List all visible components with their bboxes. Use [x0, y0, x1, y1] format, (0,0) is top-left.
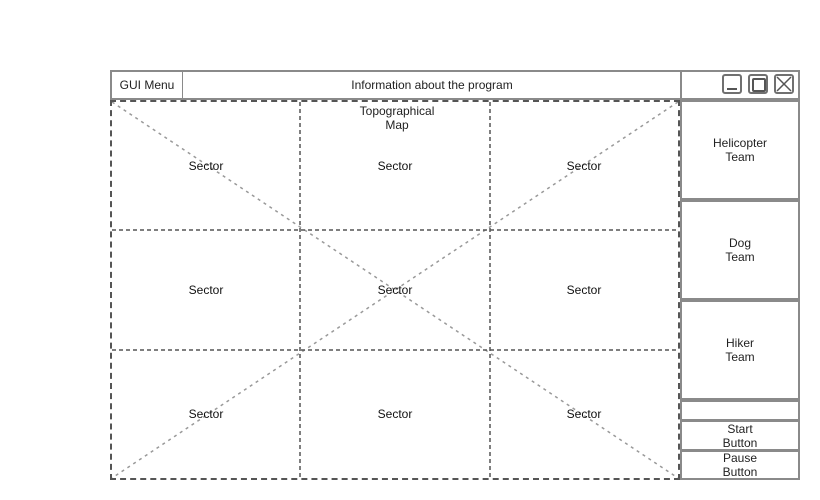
sector-5[interactable]: Sector [377, 283, 413, 297]
pause-button-label: Pause Button [722, 451, 758, 479]
map-grid [112, 102, 678, 478]
sector-9[interactable]: Sector [566, 407, 602, 421]
hiker-team-button[interactable]: Hiker Team [680, 300, 800, 400]
map-diagonal-line [112, 102, 678, 478]
hiker-team-label: Hiker Team [725, 336, 755, 364]
topographical-map[interactable]: Topographical Map Sector Sector Sector S… [110, 100, 680, 480]
close-icon[interactable] [774, 74, 794, 94]
minimize-icon[interactable] [722, 74, 742, 94]
map-diagonal-line [112, 102, 678, 478]
helicopter-team-button[interactable]: Helicopter Team [680, 100, 800, 200]
sector-8[interactable]: Sector [377, 407, 413, 421]
program-info-label: Information about the program [351, 78, 513, 92]
gui-menu-button[interactable]: GUI Menu [112, 72, 183, 98]
sector-2[interactable]: Sector [377, 159, 413, 173]
application-window: GUI Menu Information about the program T… [110, 70, 800, 480]
sector-6[interactable]: Sector [566, 283, 602, 297]
empty-slot [680, 400, 800, 421]
start-button[interactable]: Start Button [680, 420, 800, 451]
map-title: Topographical Map [359, 104, 435, 132]
sector-3[interactable]: Sector [566, 159, 602, 173]
dog-team-button[interactable]: Dog Team [680, 200, 800, 300]
team-sidebar: Helicopter Team Dog Team Hiker Team Star… [680, 100, 800, 480]
helicopter-team-label: Helicopter Team [712, 136, 768, 164]
dog-team-label: Dog Team [725, 236, 755, 264]
maximize-icon[interactable] [748, 74, 768, 94]
window-controls [680, 72, 800, 98]
start-button-label: Start Button [722, 421, 758, 450]
sector-7[interactable]: Sector [188, 407, 224, 421]
sector-1[interactable]: Sector [188, 159, 224, 173]
pause-button[interactable]: Pause Button [680, 450, 800, 480]
sector-4[interactable]: Sector [188, 283, 224, 297]
title-bar: GUI Menu Information about the program [110, 70, 800, 100]
